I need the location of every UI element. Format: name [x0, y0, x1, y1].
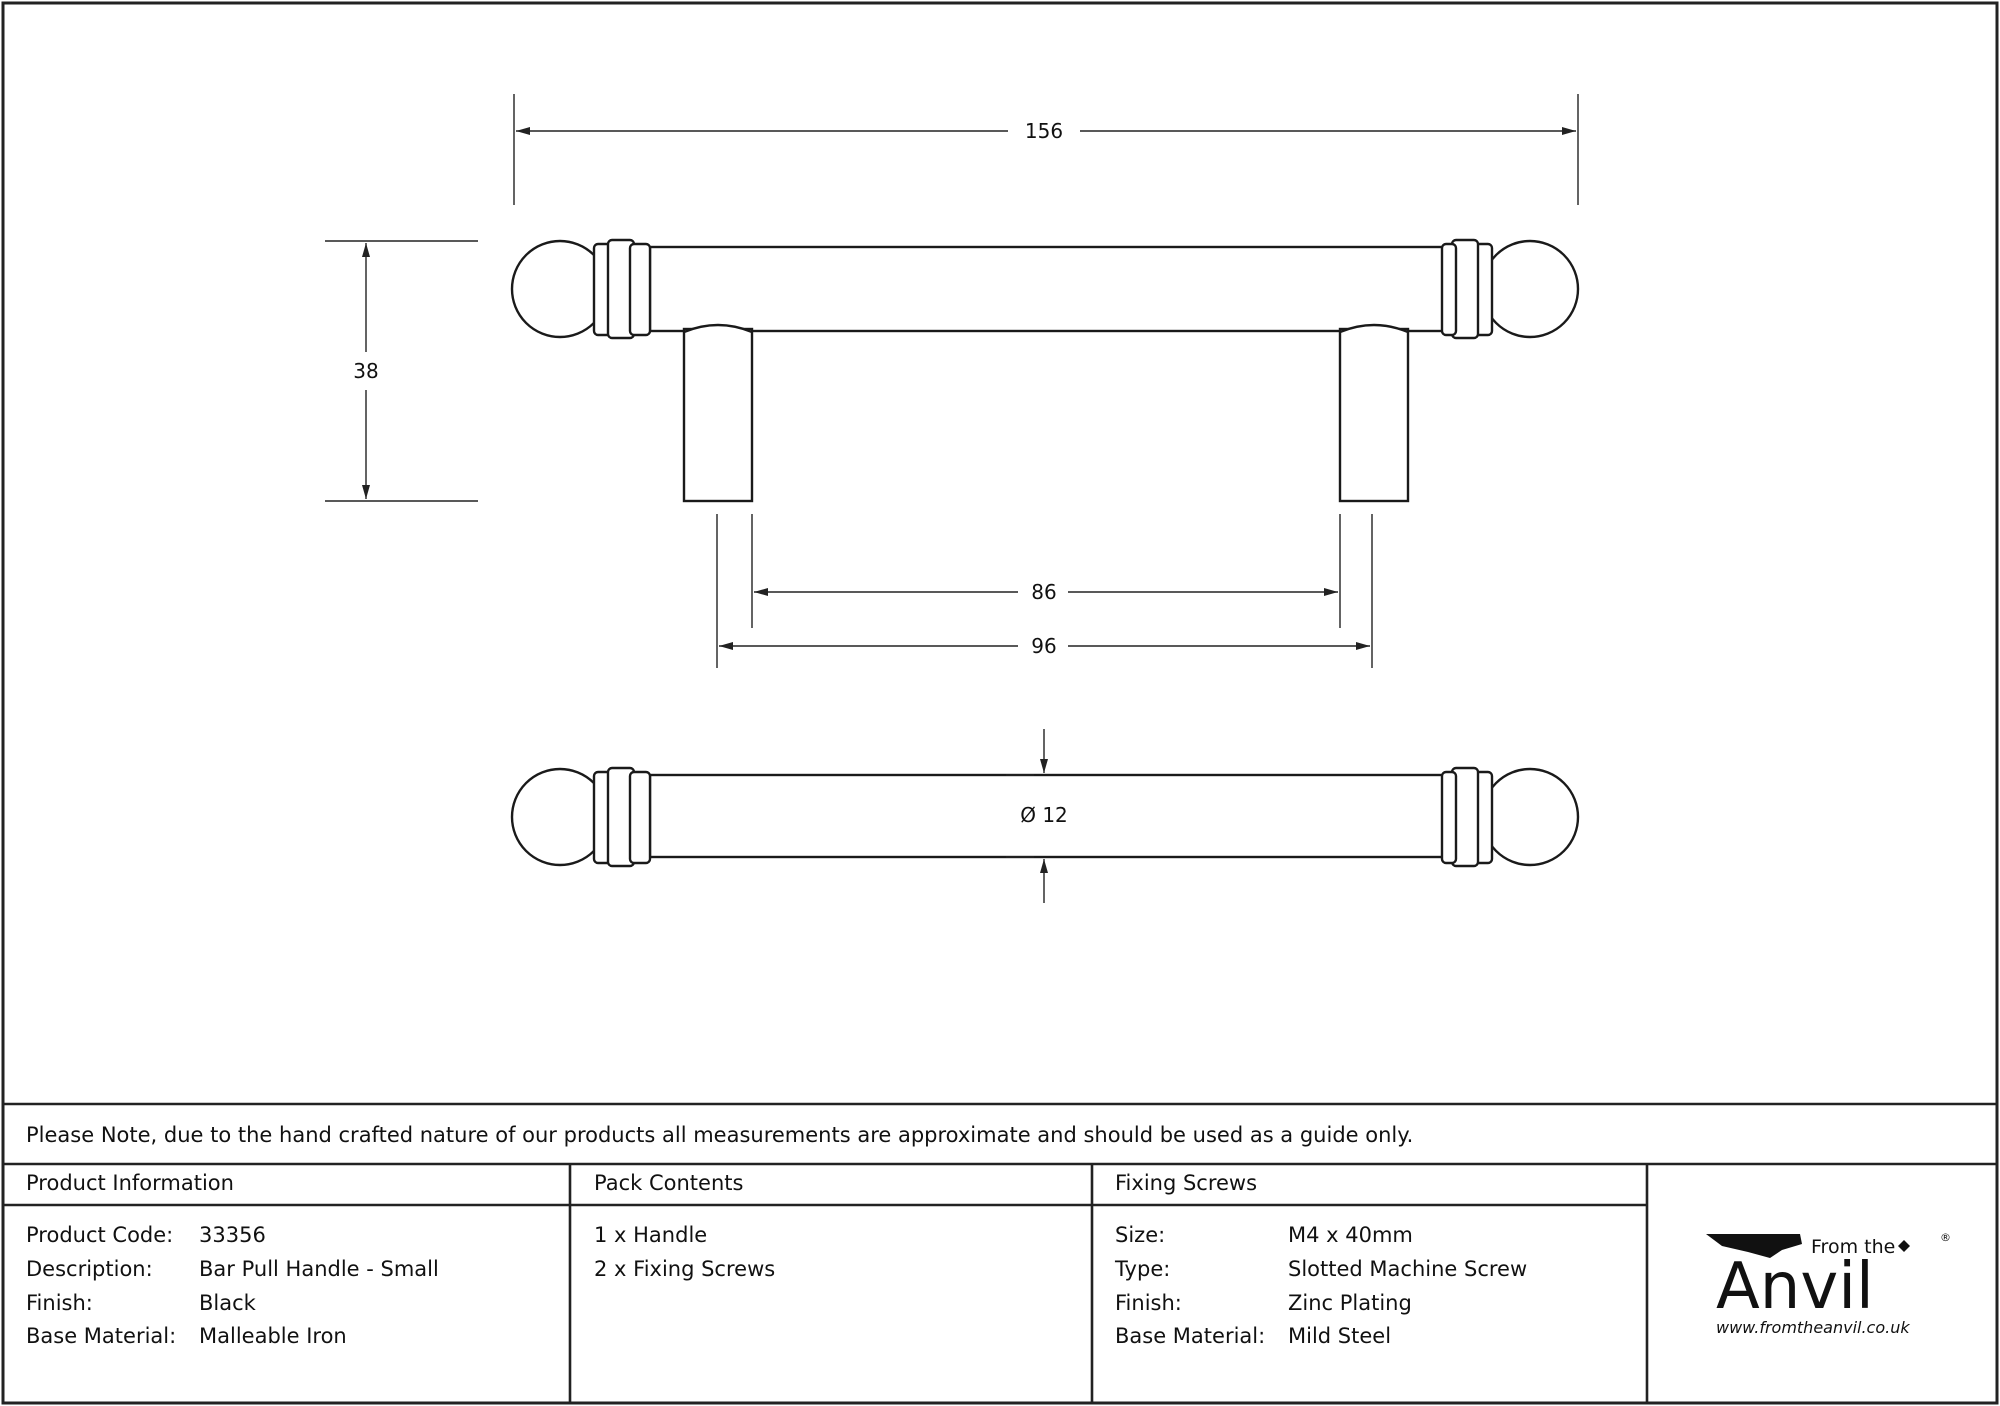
side-view-right-finial	[1440, 238, 1580, 340]
logo-registered-mark: ®	[1940, 1231, 1951, 1244]
base-material-label: Base Material:	[26, 1324, 176, 1348]
screw-base-material-value: Mild Steel	[1288, 1324, 1391, 1348]
pack-item: 2 x Fixing Screws	[594, 1257, 775, 1281]
dimension-diameter: Ø 12	[1006, 729, 1068, 903]
logo-website: www.fromtheanvil.co.uk	[1716, 1318, 1910, 1337]
logo-anvil-wordmark: Anvil	[1716, 1250, 1874, 1324]
side-view-left-finial	[510, 238, 652, 340]
description-value: Bar Pull Handle - Small	[199, 1257, 439, 1281]
dimension-outer-centers: 96	[716, 514, 1373, 668]
base-material-value: Malleable Iron	[199, 1324, 347, 1348]
anvil-icon	[1706, 1234, 1802, 1258]
dimension-label-86: 86	[1031, 580, 1056, 604]
screw-finish-label: Finish:	[1115, 1291, 1182, 1315]
fixing-screws-heading: Fixing Screws	[1115, 1171, 1257, 1195]
finish-label: Finish:	[26, 1291, 93, 1315]
dimension-inner-centers: 86	[751, 514, 1341, 628]
side-view-right-leg	[1338, 323, 1410, 503]
screw-size-value: M4 x 40mm	[1288, 1223, 1413, 1247]
title-block: Please Note, due to the hand crafted nat…	[3, 1102, 1997, 1403]
dimension-label-96: 96	[1031, 634, 1056, 658]
from-the-anvil-logo: From the ® Anvil www.fromtheanvil.co.uk	[1706, 1231, 1951, 1337]
dimension-label-156: 156	[1025, 119, 1063, 143]
screw-type-value: Slotted Machine Screw	[1288, 1257, 1527, 1281]
product-code-value: 33356	[199, 1223, 266, 1247]
product-code-label: Product Code:	[26, 1223, 173, 1247]
product-information-heading: Product Information	[26, 1171, 234, 1195]
screw-size-label: Size:	[1115, 1223, 1165, 1247]
diamond-icon	[1898, 1240, 1910, 1252]
side-view-left-leg	[682, 323, 754, 503]
description-label: Description:	[26, 1257, 153, 1281]
dimension-height: 38	[325, 240, 478, 502]
front-view-right-finial	[1440, 766, 1580, 868]
dimension-label-38: 38	[353, 359, 378, 383]
screw-type-label: Type:	[1114, 1257, 1170, 1281]
side-view-bar	[648, 245, 1448, 333]
screw-base-material-label: Base Material:	[1115, 1324, 1265, 1348]
dimension-label-diameter: Ø 12	[1020, 803, 1068, 827]
front-view	[510, 766, 1580, 868]
pack-item: 1 x Handle	[594, 1223, 707, 1247]
finish-value: Black	[199, 1291, 257, 1315]
logo-from-the: From the	[1811, 1236, 1895, 1258]
measurement-note: Please Note, due to the hand crafted nat…	[26, 1123, 1413, 1147]
dimension-overall-length: 156	[513, 94, 1579, 205]
pack-contents-heading: Pack Contents	[594, 1171, 743, 1195]
screw-finish-value: Zinc Plating	[1288, 1291, 1412, 1315]
side-view	[510, 238, 1580, 503]
front-view-left-finial	[510, 766, 652, 868]
front-view-bar	[648, 773, 1448, 859]
